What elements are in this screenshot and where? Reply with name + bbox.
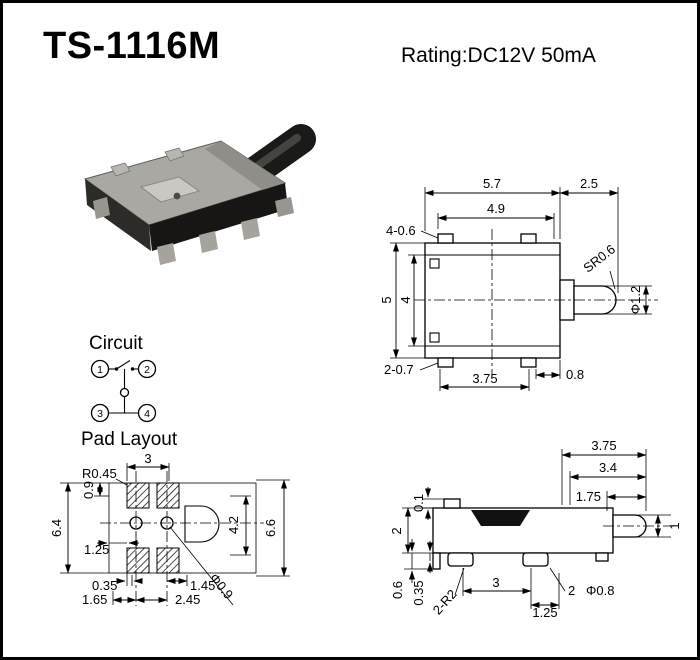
dim-bottom-tabs: 2-0.7 bbox=[384, 362, 414, 377]
terminal-circle-1 bbox=[90, 359, 110, 379]
body-outline bbox=[424, 242, 561, 359]
part-number-title: TS-1116M bbox=[43, 25, 221, 67]
dim-small-offset: 0.35 bbox=[92, 578, 117, 593]
dim-body-height: 2 bbox=[389, 527, 404, 534]
dim-plunger-diameter: Φ1.2 bbox=[628, 286, 643, 314]
terminal-1 bbox=[93, 197, 110, 219]
dim-body-width: 5.7 bbox=[483, 176, 501, 191]
dim-plunger-diameter: 1 bbox=[667, 522, 682, 529]
side-tab bbox=[595, 552, 609, 562]
dim-foot-height: 0.6 bbox=[390, 581, 405, 599]
dim-hole-gap: 1.45 bbox=[190, 578, 215, 593]
top-view-outline bbox=[424, 233, 617, 368]
dim-corner-tabs: 4-0.6 bbox=[386, 223, 416, 238]
corner-tab bbox=[520, 357, 537, 368]
dim-hole-offset: 1.25 bbox=[84, 542, 109, 557]
dim-tab-span: 3.75 bbox=[472, 371, 497, 386]
terminal-number-4: 4 bbox=[144, 408, 150, 420]
circuit-terminals: 1 2 3 4 bbox=[90, 359, 157, 423]
pad-layout-centerlines bbox=[100, 471, 264, 606]
dim-plunger-length: 2.5 bbox=[580, 176, 598, 191]
dim-center-height: 4.2 bbox=[226, 516, 241, 534]
rear-tab-2 bbox=[164, 147, 185, 162]
dim-tab-edge: 0.8 bbox=[566, 367, 584, 382]
top-view-dimension-lines bbox=[390, 187, 652, 391]
plunger-highlight bbox=[252, 134, 301, 171]
pad-layout-outline bbox=[108, 482, 257, 574]
side-foot bbox=[447, 552, 474, 567]
terminal-3 bbox=[199, 231, 218, 253]
terminal-circle-4 bbox=[137, 403, 157, 423]
dim-foot-thickness: 0.35 bbox=[411, 580, 426, 605]
switch-top-shade bbox=[205, 141, 285, 193]
rear-tab-1 bbox=[110, 162, 131, 177]
switch-front-face bbox=[149, 183, 288, 251]
dim-pad-offset: 0.9 bbox=[81, 481, 96, 499]
terminal-number-3: 3 bbox=[97, 408, 103, 420]
dim-inner-width: 4.9 bbox=[487, 201, 505, 216]
metal-clip bbox=[140, 176, 200, 203]
dim-pad-span: 3 bbox=[144, 451, 151, 466]
corner-tab bbox=[437, 233, 454, 244]
dim-step: 0.1 bbox=[411, 494, 426, 512]
corner-tab bbox=[437, 357, 454, 368]
dim-tip-radius: SR0.6 bbox=[580, 241, 618, 275]
side-view-labels: 3.75 3.4 1.75 0.1 2 1 0.6 0.35 2-R2 3 1.… bbox=[389, 438, 682, 620]
dim-inner-height: 4 bbox=[398, 296, 413, 303]
dim-corner-radius: 2-R2 bbox=[430, 586, 460, 617]
terminal-circle-2 bbox=[137, 359, 157, 379]
side-view-drawing: 3.75 3.4 1.75 0.1 2 1 0.6 0.35 2-R2 3 1.… bbox=[389, 438, 682, 620]
product-photo bbox=[83, 124, 316, 265]
dim-length-2: 3.4 bbox=[599, 460, 617, 475]
pad-layout-section-title: Pad Layout bbox=[81, 429, 178, 450]
side-foot bbox=[522, 552, 549, 567]
pad-layout-drawing: 3 R0.45 0.9 6.4 1.25 4.2 6.6 0.35 1.45 Φ… bbox=[49, 451, 290, 607]
actuator-node bbox=[119, 387, 130, 398]
pad-layout-labels: 3 R0.45 0.9 6.4 1.25 4.2 6.6 0.35 1.45 Φ… bbox=[49, 451, 278, 607]
dim-plunger-length: 1.75 bbox=[576, 489, 601, 504]
solder-pad bbox=[126, 482, 150, 509]
circuit-diagram: 1 2 3 4 bbox=[90, 359, 157, 423]
switch-left-face bbox=[85, 179, 151, 251]
dim-body-height: 5 bbox=[379, 296, 394, 303]
terminal-circle-3 bbox=[90, 403, 110, 423]
dim-corner-radius: R0.45 bbox=[82, 466, 117, 481]
plunger-footprint bbox=[184, 505, 220, 543]
side-hook bbox=[432, 552, 441, 570]
dim-hole-pitch: 2.45 bbox=[175, 592, 200, 607]
circuit-lines bbox=[108, 360, 139, 414]
rating-text: Rating:DC12V 50mA bbox=[401, 44, 596, 67]
solder-pad bbox=[156, 547, 180, 574]
side-step bbox=[443, 498, 461, 509]
terminal-4 bbox=[241, 218, 260, 240]
switch-photo-group bbox=[83, 124, 316, 265]
side-view-dimension-lines bbox=[402, 449, 671, 609]
dim-foot-span: 3 bbox=[492, 575, 499, 590]
terminal-2 bbox=[157, 243, 176, 265]
dim-right-height: 6.6 bbox=[263, 519, 278, 537]
terminal-5 bbox=[275, 197, 294, 217]
dim-left-height: 6.4 bbox=[49, 519, 64, 537]
dim-terminal-diameter: Φ0.8 bbox=[586, 583, 614, 598]
top-view-drawing: 5.7 2.5 4.9 4-0.6 5 4 SR0.6 Φ1.2 2-0.7 3… bbox=[379, 176, 658, 391]
circuit-section-title: Circuit bbox=[89, 333, 143, 354]
solder-pad bbox=[156, 482, 180, 509]
dim-total-length: 3.75 bbox=[591, 438, 616, 453]
dim-foot-offset: 1.25 bbox=[532, 605, 557, 620]
svg-defs bbox=[3, 3, 4, 4]
top-view-centerlines bbox=[414, 229, 658, 377]
terminal-number-1: 1 bbox=[97, 364, 103, 376]
dim-terminal-count: 2 bbox=[568, 583, 575, 598]
corner-tab bbox=[520, 233, 537, 244]
terminal-number-2: 2 bbox=[144, 364, 150, 376]
clip-hole bbox=[173, 192, 181, 200]
side-insert bbox=[471, 510, 530, 526]
dim-left-pitch: 1.65 bbox=[82, 592, 107, 607]
solder-pad bbox=[126, 547, 150, 574]
pad-layout-dimension-lines bbox=[60, 463, 290, 606]
side-view-outline bbox=[432, 498, 676, 570]
